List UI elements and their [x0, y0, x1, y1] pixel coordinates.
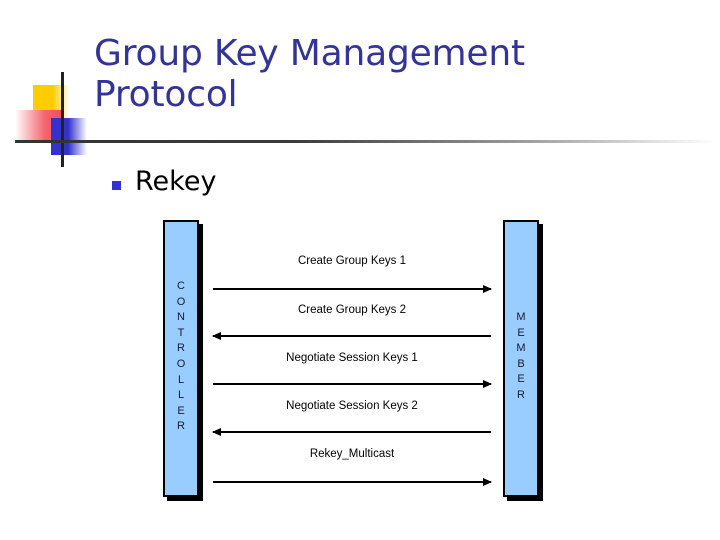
bullet-item-rekey: Rekey [112, 167, 216, 197]
message-3-label: Negotiate Session Keys 1 [286, 352, 418, 364]
arrowhead-right-icon [483, 285, 492, 293]
message-2-arrow [212, 332, 491, 340]
message-4-label: Negotiate Session Keys 2 [286, 400, 418, 412]
page-title: Group Key Management Protocol [94, 33, 525, 115]
message-4-arrow [212, 428, 491, 436]
bullet-item-label: Rekey [135, 166, 217, 197]
title-divider-rule [15, 140, 715, 143]
arrowhead-right-icon [483, 380, 492, 388]
arrowhead-right-icon [483, 478, 492, 486]
message-3-arrow [213, 380, 492, 388]
arrowhead-left-icon [212, 428, 221, 436]
message-2-label: Create Group Keys 2 [297, 304, 407, 316]
square-bullet-icon [112, 180, 121, 190]
message-5-arrow [213, 478, 492, 486]
message-1-label: Create Group Keys 1 [297, 255, 407, 267]
logo-blue-square-icon [51, 118, 87, 155]
message-5-label: Rekey_Multicast [309, 448, 395, 460]
arrowhead-left-icon [212, 332, 221, 340]
logo-vertical-rule [61, 72, 64, 167]
message-1-arrow [213, 285, 492, 293]
decorative-logo-mark [10, 72, 715, 167]
